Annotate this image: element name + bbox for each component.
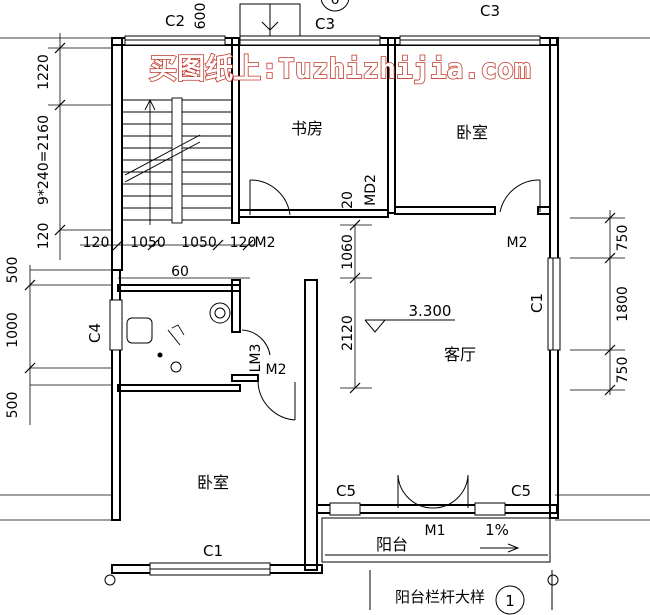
dim-stair-row-2: 1050: [130, 235, 166, 251]
dim-500-top: 500: [5, 257, 21, 284]
dim-stair-run: 9*240=2160: [36, 115, 52, 205]
room-label-bedroom-top: 卧室: [456, 123, 488, 142]
shower-tray: [126, 317, 153, 344]
top-entrance: [239, 3, 301, 37]
watermark: 买图纸上:Tuzhizhijia.com: [149, 52, 531, 85]
window-label-c1-bottom: C1: [203, 542, 223, 560]
window-label-c4: C4: [86, 323, 104, 343]
dim-600-top: 600: [193, 3, 209, 30]
window-label-c3-top: C3: [315, 15, 335, 33]
dim-1220: 1220: [36, 54, 52, 90]
door-label-m2-left: M2: [255, 235, 276, 251]
room-label-living: 客厅: [444, 345, 476, 364]
top-circle-number: 6: [331, 0, 340, 8]
dim-stair-row-5: 60: [171, 264, 189, 280]
detail-note: 阳台栏杆大样: [395, 588, 485, 606]
room-label-bedroom-bottom: 卧室: [197, 473, 229, 492]
balcony-outline: [321, 517, 553, 610]
door-label-lm3: LM3: [248, 344, 264, 373]
extension-lines: [0, 33, 650, 521]
door-label-m2-right: M2: [507, 235, 528, 251]
door-label-m2-bath: M2: [266, 362, 287, 378]
floor-drain-icon: [170, 361, 182, 373]
staircase: [122, 97, 232, 225]
dim-20: 20: [340, 191, 356, 209]
dim-right-1: 750: [615, 225, 631, 252]
window-label-c2: C2: [165, 12, 185, 30]
window-label-c5-left: C5: [336, 482, 356, 500]
dim-1000: 1000: [5, 312, 21, 348]
dim-right-3: 750: [615, 357, 631, 384]
door-label-m1: M1: [425, 523, 446, 539]
toilet-icon: [209, 302, 231, 324]
window-label-c5-right: C5: [511, 482, 531, 500]
elevation-marker: [364, 319, 455, 333]
detail-number: 1: [505, 592, 515, 610]
window-label-c1-right: C1: [528, 293, 546, 313]
room-label-study: 书房: [291, 119, 323, 138]
dim-2120: 2120: [340, 315, 356, 351]
door-swings: [241, 179, 541, 509]
dim-stair-row-1: 120: [83, 235, 110, 251]
dim-stair-row-3: 1050: [181, 235, 217, 251]
dim-1060: 1060: [340, 234, 356, 270]
dim-stair-row-4: 120: [230, 235, 257, 251]
slope-value: 1%: [485, 521, 509, 539]
dim-500-bottom: 500: [5, 392, 21, 419]
room-label-balcony: 阳台: [376, 535, 408, 554]
elevation-value: 3.300: [409, 302, 452, 320]
dim-right-2: 1800: [615, 286, 631, 322]
detail-circle: [495, 585, 525, 615]
door-label-md2: MD2: [363, 174, 379, 206]
window-marks: [109, 35, 561, 576]
top-circle: [320, 0, 350, 12]
bathroom-fixtures: [126, 302, 231, 373]
dim-120-left: 120: [36, 223, 52, 250]
window-label-c3-right: C3: [480, 2, 500, 20]
